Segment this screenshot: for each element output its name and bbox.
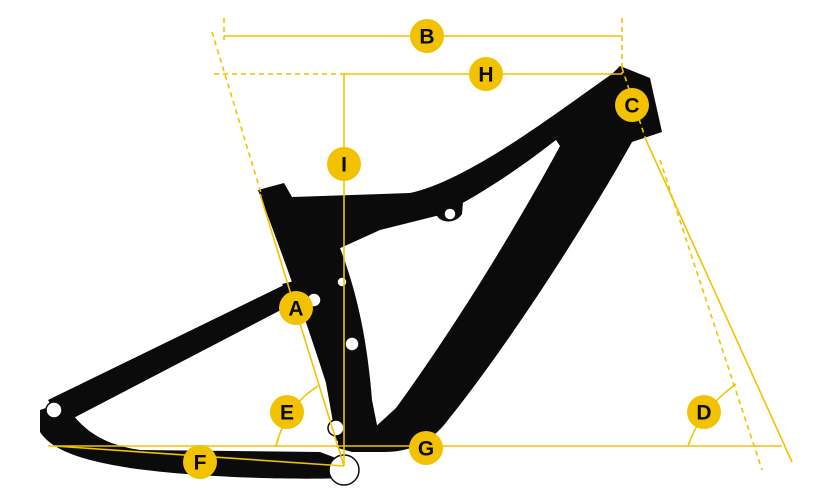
badge-i: I [327, 147, 361, 181]
svg-text:G: G [418, 438, 434, 461]
svg-text:C: C [624, 95, 639, 118]
seat-stay [48, 284, 300, 424]
seat-angle-guide [211, 31, 263, 197]
badge-g: G [409, 431, 443, 465]
rear-axle-hole [45, 401, 63, 419]
badge-d: D [687, 395, 721, 429]
svg-text:A: A [288, 298, 303, 321]
svg-text:B: B [419, 26, 434, 49]
badge-e: E [270, 395, 304, 429]
head-axis-dashed [659, 159, 763, 471]
svg-text:D: D [696, 402, 711, 425]
rocker-pivot-hole-lower [344, 336, 360, 352]
dim-a-line [259, 193, 345, 467]
badges: B H C I A E D G [183, 19, 721, 479]
svg-text:I: I [341, 154, 347, 177]
badge-c: C [615, 88, 649, 122]
svg-text:H: H [478, 64, 493, 87]
badge-b: B [410, 19, 444, 53]
svg-text:F: F [194, 452, 207, 475]
bike-frame [40, 66, 662, 486]
badge-f: F [183, 445, 217, 479]
badge-a: A [279, 291, 313, 325]
rocker-pivot-hole-top [336, 276, 348, 288]
head-axis-line [645, 139, 793, 463]
front-triangle-cutout [336, 140, 560, 430]
svg-text:E: E [280, 402, 294, 425]
badge-h: H [469, 57, 503, 91]
shock-mount-hole [443, 207, 457, 221]
chain-stay [40, 402, 352, 479]
